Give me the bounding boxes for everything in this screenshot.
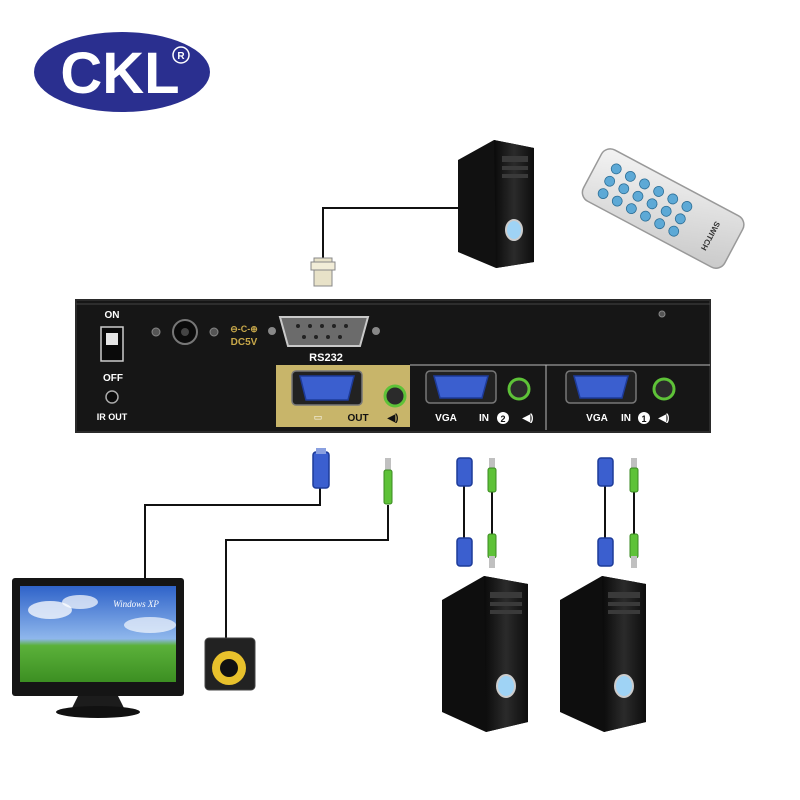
audio-plug-icon bbox=[487, 458, 497, 568]
registered-mark-text: R bbox=[177, 51, 185, 62]
dc-symbol-icon: ⊖-C-⊕ bbox=[230, 324, 258, 334]
monitor-vga-cable bbox=[144, 488, 321, 582]
remote-control: SWITCH bbox=[581, 148, 745, 269]
vga-in2-label: VGA bbox=[435, 413, 457, 424]
speaker-icon: ◀) bbox=[657, 413, 669, 424]
screw-icon bbox=[151, 327, 161, 337]
pc-tower-1 bbox=[560, 576, 646, 732]
rs232-plug-icon bbox=[310, 257, 336, 287]
pc-tower-top bbox=[458, 140, 534, 268]
remote-button-grid bbox=[597, 163, 693, 237]
screen-caption: Windows XP bbox=[113, 599, 159, 609]
audio-plug-icon bbox=[629, 458, 639, 568]
power-switch-rocker bbox=[106, 333, 118, 345]
vga-out-port bbox=[291, 370, 363, 406]
in2-number: 2 bbox=[500, 414, 505, 424]
screw-icon bbox=[209, 327, 219, 337]
vga-in1-label: VGA bbox=[586, 413, 608, 424]
pc-power-button-icon bbox=[614, 674, 634, 698]
monitor: Windows XP bbox=[12, 578, 184, 718]
audio-out-jack bbox=[383, 384, 407, 408]
logo-text: CKL bbox=[60, 41, 179, 106]
audio-in1-jack bbox=[652, 377, 676, 401]
rs232-label: RS232 bbox=[309, 352, 343, 364]
ir-out-jack bbox=[105, 390, 119, 404]
screw-icon bbox=[658, 310, 666, 318]
rs232-cable bbox=[322, 207, 458, 258]
speaker bbox=[204, 637, 256, 691]
rs232-port bbox=[268, 316, 380, 347]
in2-number-badge bbox=[497, 412, 509, 424]
pc-power-button-icon bbox=[505, 219, 523, 241]
registered-mark bbox=[172, 46, 190, 64]
vga-in2-port bbox=[425, 370, 497, 404]
ir-out-label: IR OUT bbox=[97, 412, 128, 422]
speaker-audio-cable bbox=[225, 505, 389, 640]
kvm-switch-rear-panel: ON OFF IR OUT ⊖-C-⊕ DC5V RS232 bbox=[75, 299, 711, 433]
dc-label: DC5V bbox=[231, 337, 258, 348]
pc-power-button-icon bbox=[496, 674, 516, 698]
speaker-icon: ◀) bbox=[386, 413, 398, 424]
vga-in1-port bbox=[565, 370, 637, 404]
monitor-icon: ▭ bbox=[314, 412, 323, 422]
in1-number: 1 bbox=[641, 414, 646, 424]
vga-plug-icon bbox=[597, 457, 614, 567]
power-on-label: ON bbox=[105, 310, 120, 321]
out-label: OUT bbox=[347, 413, 368, 424]
pc-tower-2 bbox=[442, 576, 528, 732]
audio-in2-jack bbox=[507, 377, 531, 401]
in1-label: IN bbox=[621, 413, 631, 424]
ckl-logo: CKL R bbox=[34, 32, 210, 112]
audio-plug-icon bbox=[383, 458, 393, 505]
speaker-icon: ◀) bbox=[521, 413, 533, 424]
power-off-label: OFF bbox=[103, 373, 123, 384]
logo-ellipse bbox=[34, 32, 210, 112]
vga-plug-icon bbox=[312, 448, 330, 489]
in2-label: IN bbox=[479, 413, 489, 424]
vga-plug-icon bbox=[456, 457, 473, 567]
cables bbox=[144, 207, 635, 640]
in1-number-badge bbox=[638, 412, 650, 424]
